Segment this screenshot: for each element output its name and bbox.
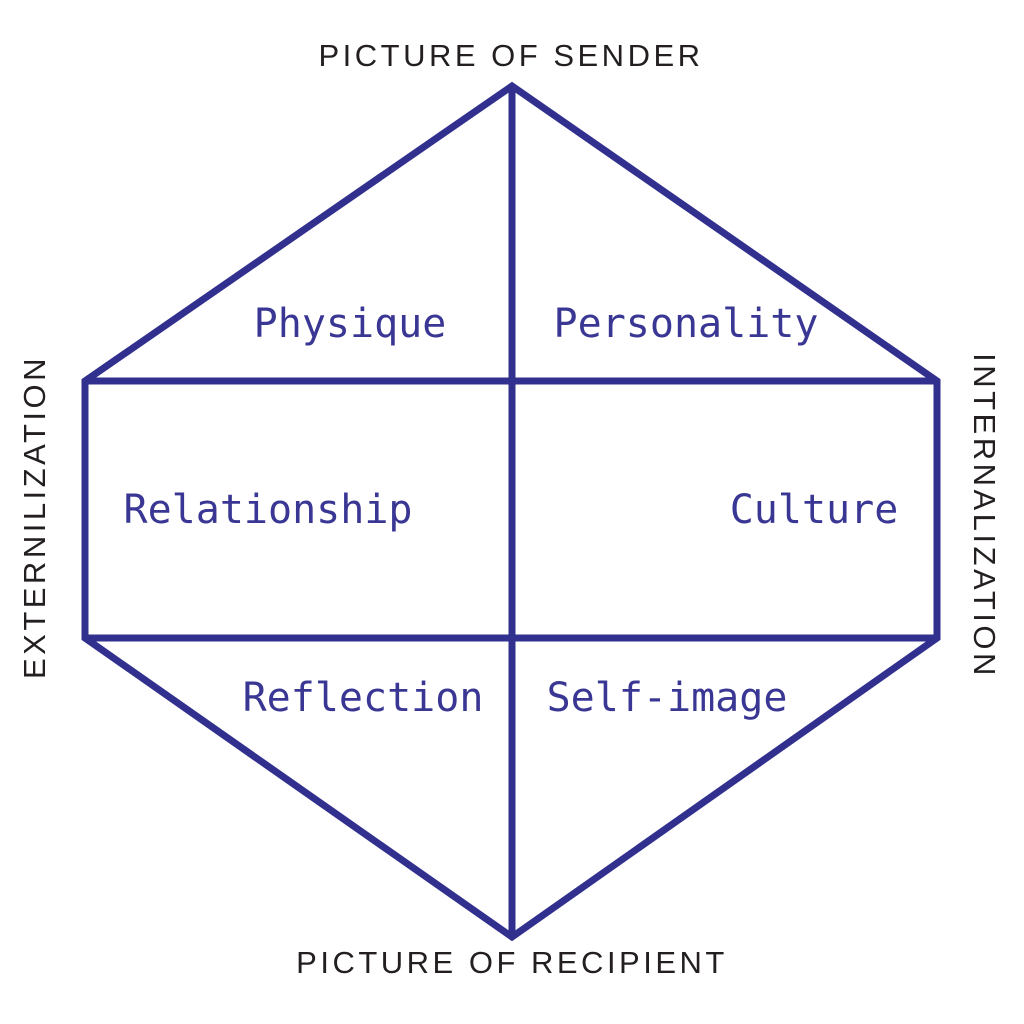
facet-label-self-image: Self-image (546, 675, 788, 721)
internalization-axis-label: INTERNALIZATION (967, 353, 1002, 679)
facet-label-personality: Personality (553, 301, 819, 347)
externalization-axis-label: EXTERNILIZATION (17, 354, 52, 680)
facet-label-relationship: Relationship (123, 487, 413, 533)
picture-of-recipient-label: PICTURE OF RECIPIENT (296, 945, 728, 980)
picture-of-sender-label: PICTURE OF SENDER (318, 38, 704, 73)
facet-label-reflection: Reflection (242, 675, 484, 721)
facet-label-culture: Culture (729, 487, 899, 533)
facet-label-physique: Physique (253, 301, 447, 347)
